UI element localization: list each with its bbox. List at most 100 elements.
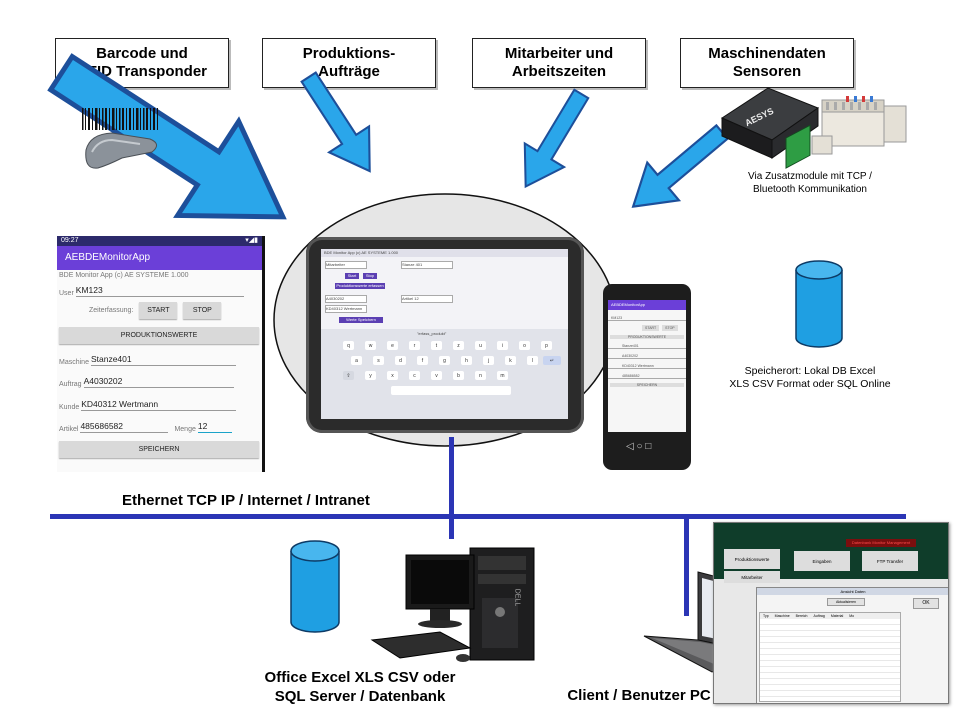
monitor-grid-header: Typ Maschine Bereich Auftrag Material Mo xyxy=(760,613,900,619)
zeit-label: Zeiterfassung: xyxy=(89,306,134,314)
key-f[interactable]: f xyxy=(417,356,428,365)
phone-save-button[interactable]: SPEICHERN xyxy=(610,383,684,387)
smartphone-device: AEBDEMonitorApp KM123 START STOP PRODUKT… xyxy=(603,284,691,470)
key-n[interactable]: n xyxy=(475,371,486,380)
monitor-tile-employees[interactable]: Mitarbeiter xyxy=(724,571,780,583)
auftrag-row: Auftrag A4030202 xyxy=(57,366,262,388)
source-box-employees: Mitarbeiter und Arbeitszeiten xyxy=(472,38,646,88)
grid-col-header: Material xyxy=(830,614,844,618)
tablet-header: BDE Monitor App (c) AE SYSTEME 1.000 xyxy=(321,249,568,257)
shift-key[interactable]: ⇧ xyxy=(343,371,354,380)
key-r[interactable]: r xyxy=(409,341,420,350)
tablet-field-employee[interactable]: Mitarbeiter xyxy=(325,261,367,269)
phone-machine-field[interactable]: Stanze401 xyxy=(608,339,686,349)
key-l[interactable]: l xyxy=(527,356,538,365)
artikel-row: Artikel 485686582 Menge 12 xyxy=(57,411,262,433)
storage-caption: Speicherort: Lokal DB Excel XLS CSV Form… xyxy=(729,365,891,390)
phone-order-field[interactable]: A4030202 xyxy=(608,349,686,359)
phone-nav-buttons[interactable]: ◁ ○ □ xyxy=(626,441,652,452)
kunde-field[interactable]: KD40312 Wertmann xyxy=(81,399,237,411)
arrow-employees xyxy=(523,88,590,189)
key-e[interactable]: e xyxy=(387,341,398,350)
key-c[interactable]: c xyxy=(409,371,420,380)
user-field[interactable]: KM123 xyxy=(75,285,244,297)
enter-key[interactable]: ↵ xyxy=(543,356,561,365)
auftrag-field[interactable]: A4030202 xyxy=(83,376,234,388)
key-x[interactable]: x xyxy=(387,371,398,380)
phone-app-title: AEBDEMonitorApp xyxy=(608,300,686,310)
network-bus xyxy=(50,514,906,519)
key-i[interactable]: i xyxy=(497,341,508,350)
grid-col-header: Mo xyxy=(849,614,855,618)
tablet-start-button[interactable]: Start xyxy=(345,273,359,279)
key-o[interactable]: o xyxy=(519,341,530,350)
monitor-banner: Datenbank Monitor Management xyxy=(846,539,916,547)
tablet-production-button[interactable]: Produktionswerte erfassen xyxy=(335,283,385,289)
space-key[interactable] xyxy=(391,386,511,395)
module-caption: Via Zusatzmodule mit TCP / Bluetooth Kom… xyxy=(748,171,872,195)
tablet-field-article[interactable]: Artikel 12 xyxy=(401,295,453,303)
database-office-icon xyxy=(290,540,340,633)
arrow-barcode xyxy=(47,53,287,220)
tablet-field-customer[interactable]: KD40312 Wertmann xyxy=(325,305,367,313)
keyboard-suggestion: "erfass_produkt" xyxy=(417,331,447,336)
key-a[interactable]: a xyxy=(351,356,362,365)
key-y[interactable]: y xyxy=(365,371,376,380)
phone-customer-field[interactable]: KD40312 Wertmann xyxy=(608,359,686,369)
source-box-production-orders: Produktions- Aufträge xyxy=(262,38,436,88)
monitor-dialog: Ansicht Daten Aktualisieren OK Typ Masch… xyxy=(756,587,948,703)
stop-button[interactable]: STOP xyxy=(183,301,222,319)
phone-article-field[interactable]: 485686582 xyxy=(608,369,686,379)
network-drop-tablet xyxy=(449,437,454,539)
key-t[interactable]: t xyxy=(431,341,442,350)
key-j[interactable]: j xyxy=(483,356,494,365)
client-monitor-app: Datenbank Monitor Management Produktions… xyxy=(713,522,949,704)
monitor-refresh-button[interactable]: Aktualisieren xyxy=(827,598,865,606)
artikel-field[interactable]: 485686582 xyxy=(80,421,169,433)
key-p[interactable]: p xyxy=(541,341,552,350)
database-local-icon xyxy=(795,260,843,348)
key-k[interactable]: k xyxy=(505,356,516,365)
phone-user-field[interactable]: KM123 xyxy=(608,310,686,321)
kunde-label: Kunde xyxy=(59,404,80,411)
maschine-label: Maschine xyxy=(59,359,89,366)
phone-start-button[interactable]: START xyxy=(642,325,660,331)
menge-field[interactable]: 12 xyxy=(197,421,232,433)
tablet-field-machine[interactable]: Stanze 401 xyxy=(401,261,453,269)
tablet-keyboard: "erfass_produkt" q w e r t z u i o p a s… xyxy=(321,329,568,419)
source-title: Maschinendaten Sensoren xyxy=(708,45,826,80)
key-s[interactable]: s xyxy=(373,356,384,365)
auftrag-label: Auftrag xyxy=(59,381,82,388)
save-button[interactable]: SPEICHERN xyxy=(59,441,259,458)
tablet-stop-button[interactable]: Stop xyxy=(363,273,377,279)
key-d[interactable]: d xyxy=(395,356,406,365)
client-caption: Client / Benutzer PC xyxy=(567,687,711,704)
monitor-tile-ftp[interactable]: FTP Transfer xyxy=(862,551,918,571)
barcode-scanner-icon xyxy=(82,108,158,169)
tablet-field-order[interactable]: A4030202 xyxy=(325,295,367,303)
grid-col-header: Typ xyxy=(763,614,769,618)
zeit-row: Zeiterfassung: START STOP xyxy=(57,297,262,323)
status-time: 09:27 xyxy=(61,237,79,244)
key-z[interactable]: z xyxy=(453,341,464,350)
monitor-ok-button[interactable]: OK xyxy=(913,598,939,609)
tablet-save-button[interactable]: Werte Speichern xyxy=(339,317,383,323)
production-values-button[interactable]: PRODUKTIONSWERTE xyxy=(59,327,259,344)
key-g[interactable]: g xyxy=(439,356,450,365)
key-h[interactable]: h xyxy=(461,356,472,365)
key-w[interactable]: w xyxy=(365,341,376,350)
key-q[interactable]: q xyxy=(343,341,354,350)
monitor-data-grid: Typ Maschine Bereich Auftrag Material Mo xyxy=(759,612,901,702)
phone-stop-button[interactable]: STOP xyxy=(662,325,678,331)
key-m[interactable]: m xyxy=(497,371,508,380)
smartphone-screen: AEBDEMonitorApp KM123 START STOP PRODUKT… xyxy=(608,300,686,432)
key-v[interactable]: v xyxy=(431,371,442,380)
office-caption: Office Excel XLS CSV oder SQL Server / D… xyxy=(264,669,456,705)
start-button[interactable]: START xyxy=(139,301,178,319)
monitor-tile-production[interactable]: Produktionswerte xyxy=(724,549,780,569)
phone-production-button[interactable]: PRODUKTIONSWERTE xyxy=(610,335,684,339)
key-u[interactable]: u xyxy=(475,341,486,350)
maschine-field[interactable]: Stanze401 xyxy=(90,354,236,366)
key-b[interactable]: b xyxy=(453,371,464,380)
monitor-tile-inputs[interactable]: Eingaben xyxy=(794,551,850,571)
